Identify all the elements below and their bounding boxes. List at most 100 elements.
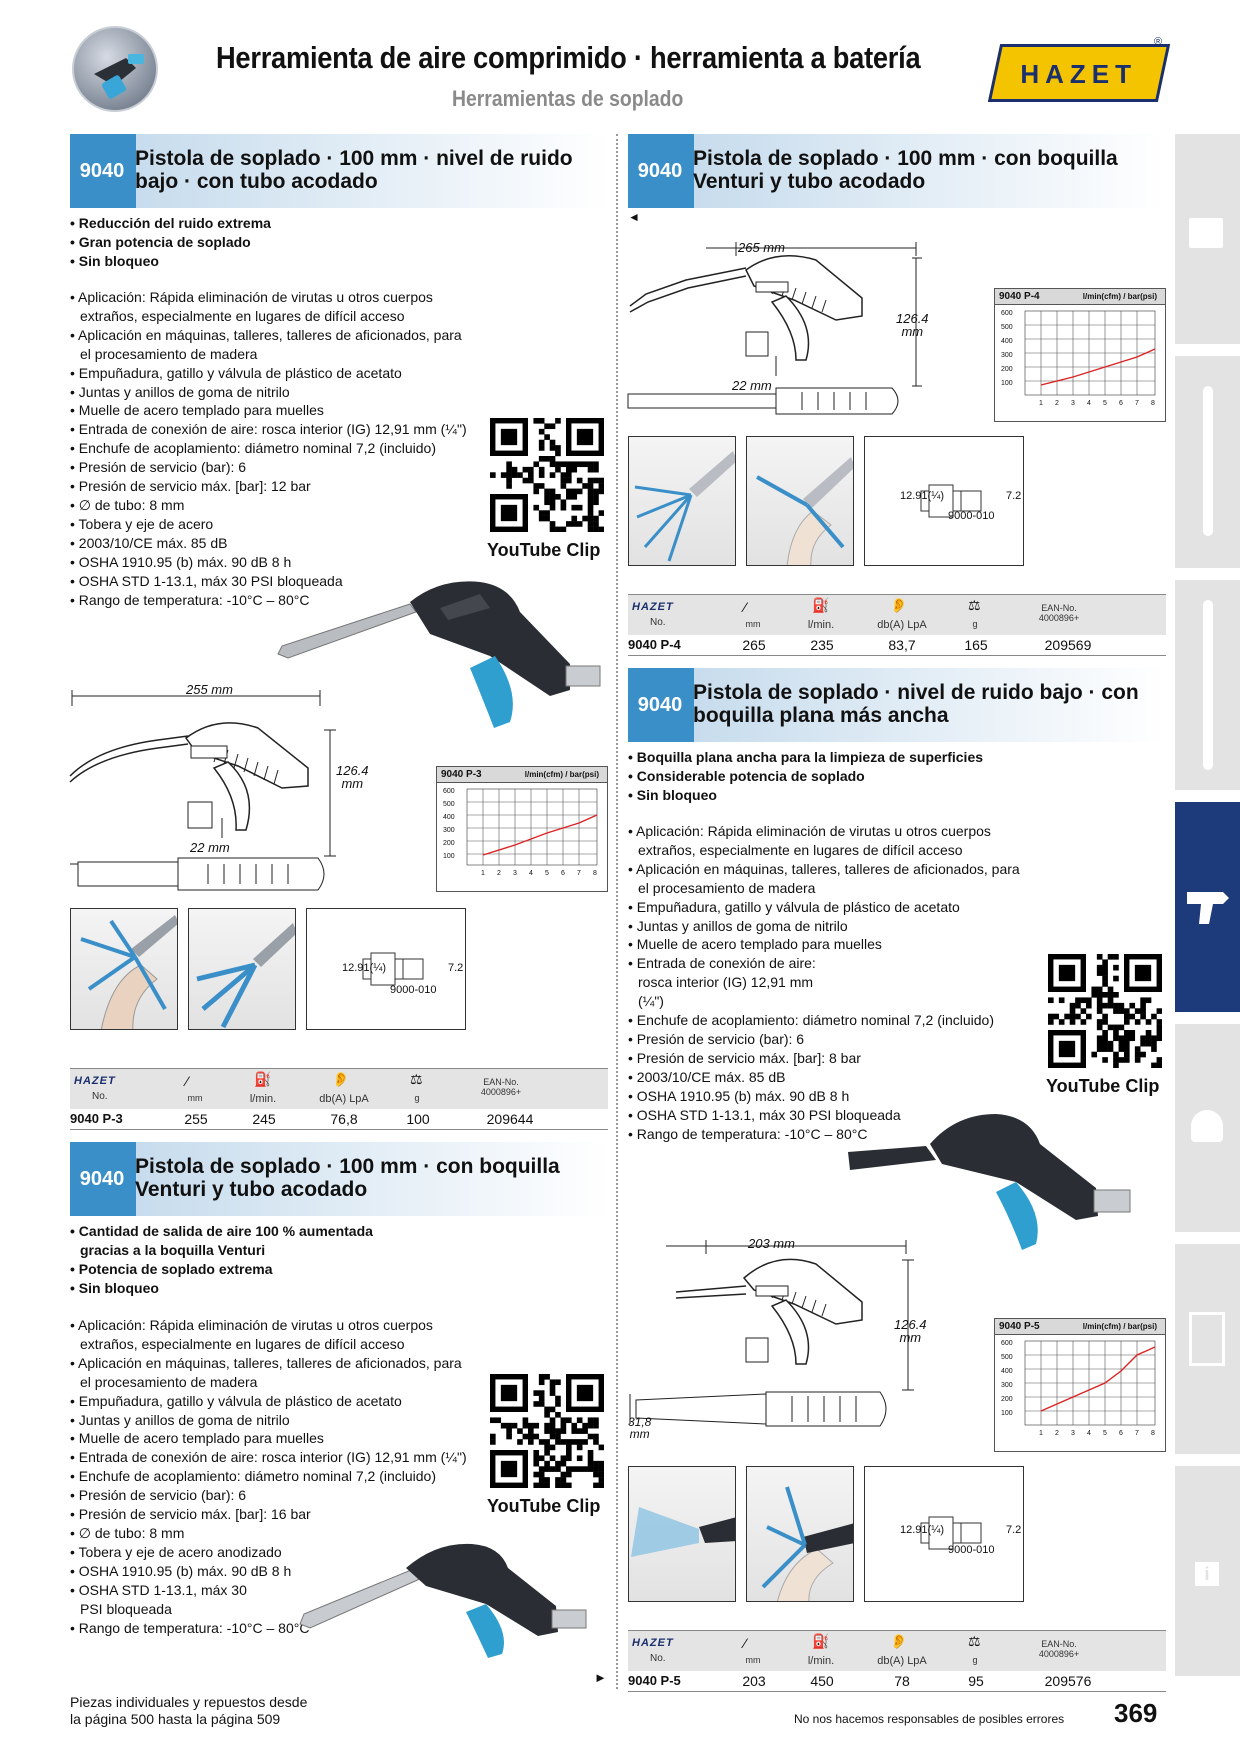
svg-text:300: 300	[443, 827, 455, 834]
coupling-code: 9000-010	[948, 1544, 995, 1556]
spec-list-p3: Aplicación: Rápida eliminación de viruta…	[70, 288, 470, 609]
torque-wrench-icon	[1203, 600, 1213, 770]
coupling-left-label: 12.91(¼)	[342, 962, 387, 974]
product-photo-venturi	[296, 1528, 616, 1663]
feature-list-p5: Boquilla plana ancha para la limpieza de…	[628, 748, 1166, 805]
coupling-left-label: 12.91(¼)	[900, 490, 945, 502]
length-icon: ⁄	[744, 1635, 747, 1651]
youtube-clip-label[interactable]: YouTube Clip	[1046, 1076, 1160, 1096]
svg-text:4: 4	[529, 870, 533, 877]
tab-workshop[interactable]	[1175, 134, 1240, 344]
back-arrow: ◄	[628, 210, 640, 224]
svg-text:8: 8	[593, 870, 597, 877]
page-number: 369	[1114, 1698, 1158, 1728]
svg-text:1: 1	[481, 870, 485, 877]
wrench-icon	[1203, 386, 1213, 536]
svg-text:3: 3	[1071, 400, 1075, 407]
tab-info[interactable]: i	[1175, 1466, 1240, 1676]
svg-text:8: 8	[1151, 1430, 1155, 1437]
svg-text:200: 200	[1001, 1396, 1013, 1403]
usage-photo-2-p3	[188, 908, 296, 1030]
coupling-code: 9000-010	[390, 984, 437, 996]
section-header-p4: 9040 Pistola de soplado · 100 mm · con b…	[628, 134, 1166, 208]
coupling-right-label: 7.2	[1006, 1524, 1022, 1536]
svg-text:4: 4	[1087, 1430, 1091, 1437]
dim-length-p4: 265 mm	[738, 240, 785, 255]
length-icon: ⁄	[744, 599, 747, 615]
coupling-right-label: 7.2	[448, 962, 464, 974]
svg-text:3: 3	[513, 870, 517, 877]
section-title: Pistola de soplado · 100 mm · con boquil…	[135, 1155, 560, 1201]
section-title: Pistola de soplado · 100 mm · nivel de r…	[135, 147, 573, 193]
youtube-clip-label[interactable]: YouTube Clip	[487, 1496, 601, 1516]
technical-drawing-p3	[68, 678, 388, 908]
youtube-clip-label[interactable]: YouTube Clip	[487, 540, 601, 560]
section-number: 9040	[637, 160, 683, 182]
svg-text:6: 6	[1119, 400, 1123, 407]
air-tool-icon	[1187, 892, 1229, 924]
svg-text:200: 200	[443, 840, 455, 847]
category-badge-image	[72, 26, 158, 112]
weight-icon: ⚖	[968, 597, 981, 613]
svg-text:100: 100	[443, 853, 455, 860]
svg-text:400: 400	[443, 814, 455, 821]
feature-list-venturi: Cantidad de salida de aire 100 % aumenta…	[70, 1222, 410, 1298]
info-icon: i	[1195, 1562, 1219, 1586]
noise-icon: 👂	[332, 1071, 350, 1087]
section-title: Pistola de soplado · 100 mm · con boquil…	[693, 147, 1118, 193]
section-title: Pistola de soplado · nivel de ruido bajo…	[693, 681, 1139, 727]
flow-icon: ⛽	[254, 1071, 272, 1087]
dim-length-p3: 255 mm	[186, 682, 233, 697]
spec-table-p5: HAZET No. ⁄ mm ⛽ l/min. 👂 db(A) LpA ⚖ g …	[628, 1630, 1166, 1692]
svg-text:2: 2	[497, 870, 501, 877]
tab-air-tools[interactable]	[1175, 802, 1240, 1012]
feature-list-p3: Reducción del ruido extrema Gran potenci…	[70, 214, 600, 271]
svg-text:600: 600	[1001, 1340, 1013, 1347]
svg-text:300: 300	[1001, 352, 1013, 359]
svg-text:6: 6	[1119, 1430, 1123, 1437]
svg-text:1: 1	[1039, 400, 1043, 407]
svg-text:7: 7	[577, 870, 581, 877]
svg-text:500: 500	[1001, 324, 1013, 331]
svg-text:7: 7	[1135, 400, 1139, 407]
qr-code[interactable]	[488, 1372, 606, 1490]
tab-wrenches[interactable]	[1175, 356, 1240, 568]
svg-text:500: 500	[443, 801, 455, 808]
svg-text:200: 200	[1001, 366, 1013, 373]
svg-text:400: 400	[1001, 1368, 1013, 1375]
hazet-mini-logo: HAZET	[632, 601, 674, 613]
page-title: Herramienta de aire comprimido · herrami…	[216, 40, 921, 75]
footer-note: Piezas individuales y repuestos desde la…	[70, 1694, 308, 1727]
qr-code[interactable]	[488, 416, 606, 534]
usage-photo-2-p5	[746, 1466, 854, 1602]
svg-text:100: 100	[1001, 380, 1013, 387]
qr-code[interactable]	[1046, 952, 1164, 1070]
tab-service[interactable]	[1175, 1024, 1240, 1232]
section-number: 9040	[79, 160, 125, 182]
section-header-p3: 9040 Pistola de soplado · 100 mm · nivel…	[70, 134, 608, 208]
hazet-mini-logo: HAZET	[74, 1075, 116, 1087]
disclaimer: No nos hacemos responsables de posibles …	[794, 1712, 1065, 1726]
svg-text:100: 100	[1001, 1410, 1013, 1417]
registered-mark: ®	[1154, 36, 1163, 48]
svg-text:300: 300	[1001, 1382, 1013, 1389]
noise-icon: 👂	[890, 597, 908, 613]
mechanic-icon	[1191, 1110, 1223, 1142]
product-photo-p3	[270, 572, 620, 737]
noise-icon: 👂	[890, 1633, 908, 1649]
svg-text:6: 6	[561, 870, 565, 877]
dim-length-p5: 203 mm	[748, 1236, 795, 1251]
tab-torque[interactable]	[1175, 580, 1240, 790]
svg-text:1: 1	[1039, 1430, 1043, 1437]
flow-icon: ⛽	[812, 1633, 830, 1649]
spec-list-p5: Aplicación: Rápida eliminación de viruta…	[628, 822, 1028, 1143]
tab-vehicles[interactable]	[1175, 1244, 1240, 1454]
dim-tube-p3: 22 mm	[190, 840, 230, 855]
hazet-logo: HAZET	[987, 44, 1171, 102]
svg-text:600: 600	[443, 788, 455, 795]
column-divider	[616, 134, 618, 1689]
usage-photo-1-p5	[628, 1466, 736, 1602]
